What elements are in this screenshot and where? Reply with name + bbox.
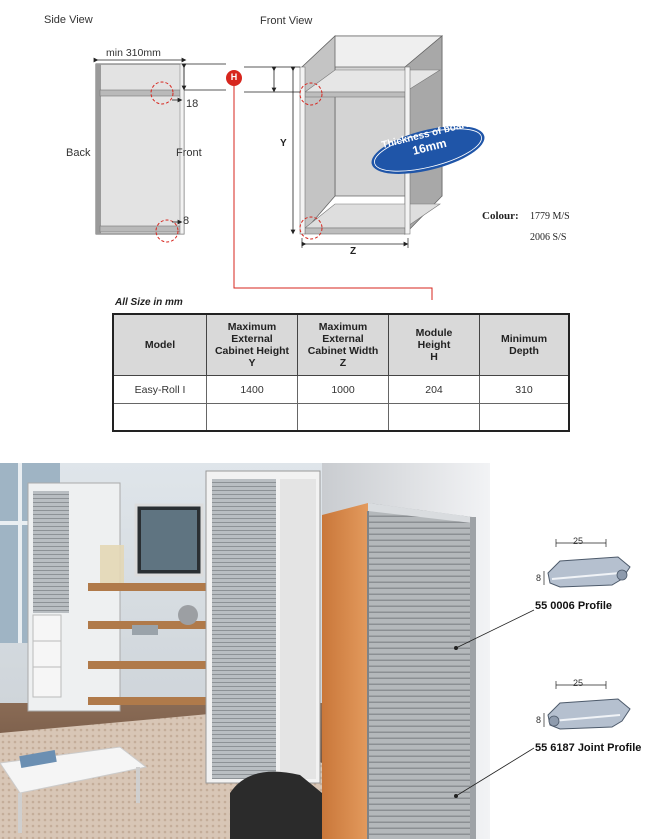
profile-2-name: 55 6187 Joint Profile	[535, 742, 642, 754]
table-header-row: Model Maximum External Cabinet Height Y …	[112, 313, 570, 376]
cell-model: Easy-Roll I	[112, 375, 207, 404]
cabinet-diagram	[93, 35, 485, 300]
profile-1-height: 8	[536, 573, 542, 583]
cell-width: 1000	[297, 375, 389, 404]
table-caption: All Size in mm	[115, 297, 183, 308]
h-marker-label: H	[230, 72, 238, 82]
profile-1-drawing	[543, 539, 631, 588]
profile-leaders	[454, 609, 535, 798]
closeup-photo	[322, 463, 490, 839]
dim-8-label: 8	[183, 215, 190, 227]
side-view-title: Side View	[44, 14, 93, 26]
table-row: Easy-Roll I 1400 1000 204 310	[112, 375, 570, 404]
header-module-height: Module Height H	[388, 313, 480, 376]
header-height: Maximum External Cabinet Height Y	[206, 313, 298, 376]
header-width: Maximum External Cabinet Width Z	[297, 313, 389, 376]
profile-1-name: 55 0006 Profile	[535, 600, 613, 612]
h-marker-circle	[226, 70, 242, 86]
table-row-empty	[112, 403, 570, 432]
front-label: Front	[176, 147, 202, 159]
min-width-label: min 310mm	[106, 47, 161, 59]
spec-table: Model Maximum External Cabinet Height Y …	[112, 313, 570, 432]
room-photo	[0, 463, 322, 839]
header-model: Model	[112, 313, 207, 376]
front-view-title: Front View	[260, 15, 313, 27]
colour-option-2: 2006 S/S	[530, 232, 567, 243]
profile-2-drawing	[543, 681, 631, 730]
board-thickness-badge	[371, 126, 485, 174]
back-label: Back	[66, 147, 91, 159]
colour-label: Colour:	[482, 210, 519, 222]
cell-height: 1400	[206, 375, 298, 404]
header-min-depth: Minimum Depth	[479, 313, 570, 376]
front-view-cabinet	[299, 35, 444, 240]
dim-18-label: 18	[186, 98, 199, 110]
profile-2-width: 25	[573, 678, 584, 688]
y-dimension-label: Y	[280, 138, 287, 149]
z-dimension-label: Z	[350, 246, 357, 257]
colour-option-1: 1779 M/S	[530, 211, 570, 222]
side-view-cabinet	[95, 63, 185, 243]
cell-min-depth: 310	[479, 375, 570, 404]
cell-module-height: 204	[388, 375, 480, 404]
profile-2-height: 8	[536, 715, 542, 725]
profile-1-width: 25	[573, 536, 584, 546]
